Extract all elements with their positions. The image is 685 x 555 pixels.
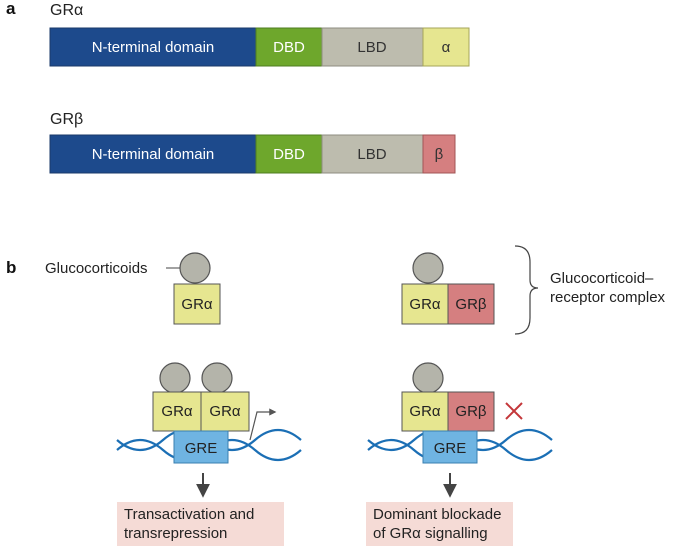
complex-gr-beta-label: GRβ [455,296,487,313]
complex-label-line1: Glucocorticoid– [550,270,654,287]
gr-alpha-alpha-segment [422,27,470,67]
gr-beta-beta-label: β [435,146,444,163]
gre-box-left [173,430,229,464]
glucocorticoids-label: Glucocorticoids [45,260,148,277]
gr-beta-n-terminal-segment [49,134,257,174]
dimer-ligand-1 [159,362,191,394]
gr-alpha-gr-beta-heterodimer-on-dna: GRα GRβ GRE Dominant blockade of GRα sig… [366,362,553,546]
gre-label-left: GRE [185,440,218,457]
dimer-gr-alpha-box-1 [152,391,202,432]
glucocorticoid-ligand-complex [412,252,444,284]
gr-alpha-homodimer-on-dna: GRα GRα GRE Transactivation and transrep… [116,362,302,546]
gr-alpha-construct: GRα N-terminal domain DBD LBD α [49,2,470,67]
gr-beta-lbd-label: LBD [357,146,386,163]
gr-alpha-lbd-segment [321,27,424,67]
dimer-gr-alpha-label-1: GRα [161,403,193,420]
heterodimer-gr-alpha-box [401,391,449,432]
complex-label-line2: receptor complex [550,289,666,306]
result-box-right [366,502,513,546]
result-left-line1: Transactivation and [124,506,254,523]
result-box-left [117,502,284,546]
gr-alpha-gr-beta-complex: GRα GRβ [401,252,495,325]
gr-beta-title: GRβ [50,111,83,128]
gr-beta-n-terminal-label: N-terminal domain [92,146,215,163]
gr-beta-dbd-segment [255,134,323,174]
result-right-line1: Dominant blockade [373,506,501,523]
result-left-line2: transrepression [124,525,227,542]
gr-beta-dbd-label: DBD [273,146,305,163]
gr-alpha-title: GRα [50,2,83,19]
transcription-start-arrow [249,408,277,441]
gr-alpha-n-terminal-label: N-terminal domain [92,39,215,56]
complex-gr-beta-box [447,283,495,325]
gre-box-right [422,430,478,464]
block-cross-icon [505,402,523,420]
gr-alpha-n-terminal-segment [49,27,257,67]
dimer-ligand-2 [201,362,233,394]
heterodimer-gr-alpha-label: GRα [409,403,441,420]
gr-alpha-dbd-segment [255,27,323,67]
gr-alpha-box-label: GRα [181,296,213,313]
heterodimer-gr-beta-label: GRβ [455,403,487,420]
gr-beta-beta-segment [422,134,456,174]
gr-alpha-alpha-label: α [442,39,451,56]
glucocorticoid-ligand [179,252,211,284]
gr-alpha-lbd-label: LBD [357,39,386,56]
complex-gr-alpha-box [401,283,449,325]
gr-alpha-dbd-label: DBD [273,39,305,56]
gr-alpha-box [173,283,221,325]
complex-brace [514,245,539,335]
gr-beta-construct: GRβ N-terminal domain DBD LBD β [49,111,456,174]
complex-gr-alpha-label: GRα [409,296,441,313]
ligand-bound-gr-alpha: Glucocorticoids GRα [45,252,221,325]
panel-a-letter: a [6,0,16,18]
result-right-line2: of GRα signalling [373,525,488,542]
dimer-gr-alpha-box-2 [200,391,250,432]
panel-b-letter: b [6,258,16,277]
heterodimer-ligand [412,362,444,394]
dimer-gr-alpha-label-2: GRα [209,403,241,420]
gr-beta-lbd-segment [321,134,424,174]
gre-label-right: GRE [434,440,467,457]
